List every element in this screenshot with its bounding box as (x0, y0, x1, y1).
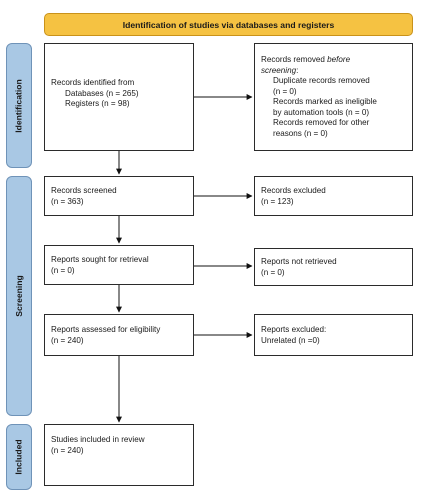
records-removed-title-cont: screening: (261, 65, 299, 75)
reports-assessed-title: Reports assessed for eligibility (51, 325, 161, 334)
records-removed-box: Records removed before screening: Duplic… (254, 43, 413, 151)
records-excluded-box: Records excluded (n = 123) (254, 176, 413, 216)
reports-sought-box: Reports sought for retrieval (n = 0) (44, 245, 194, 285)
records-identified-box: Records identified from Databases (n = 2… (44, 43, 194, 151)
studies-included-box: Studies included in review (n = 240) (44, 424, 194, 486)
records-screened-box: Records screened (n = 363) (44, 176, 194, 216)
reports-sought-title: Reports sought for retrieval (51, 255, 149, 264)
records-screened-n: (n = 363) (51, 196, 84, 206)
reports-not-retrieved-box: Reports not retrieved (n = 0) (254, 248, 413, 286)
records-identified-databases: Databases (n = 265) (65, 88, 139, 98)
reports-excluded-title: Reports excluded: (261, 325, 327, 334)
duplicates-removed-n: (n = 0) (273, 86, 297, 96)
records-screened-title: Records screened (51, 186, 117, 195)
reports-not-retrieved-title: Reports not retrieved (261, 257, 337, 266)
reports-assessed-n: (n = 240) (51, 335, 84, 345)
ineligible-records-n: by automation tools (n = 0) (273, 107, 370, 117)
diagram-title: Identification of studies via databases … (44, 13, 413, 36)
other-removed-n: reasons (n = 0) (273, 128, 328, 138)
studies-included-title: Studies included in review (51, 435, 145, 444)
diagram-title-text: Identification of studies via databases … (122, 19, 335, 30)
reports-excluded-box: Reports excluded: Unrelated (n =0) (254, 314, 413, 356)
duplicates-removed: Duplicate records removed (273, 76, 370, 85)
reports-sought-n: (n = 0) (51, 265, 75, 275)
reports-excluded-n: Unrelated (n =0) (261, 335, 320, 345)
phase-screening: Screening (6, 176, 32, 416)
phase-included: Included (6, 424, 32, 490)
records-identified-registers: Registers (n = 98) (65, 99, 130, 108)
ineligible-records: Records marked as ineligible (273, 97, 377, 106)
records-removed-title: Records removed before (261, 55, 351, 64)
records-identified-title: Records identified from (51, 78, 135, 87)
records-excluded-n: (n = 123) (261, 196, 294, 206)
reports-assessed-box: Reports assessed for eligibility (n = 24… (44, 314, 194, 356)
phase-identification: Identification (6, 43, 32, 168)
reports-not-retrieved-n: (n = 0) (261, 267, 285, 277)
other-removed: Records removed for other (273, 118, 370, 127)
records-excluded-title: Records excluded (261, 186, 326, 195)
studies-included-n: (n = 240) (51, 445, 84, 455)
